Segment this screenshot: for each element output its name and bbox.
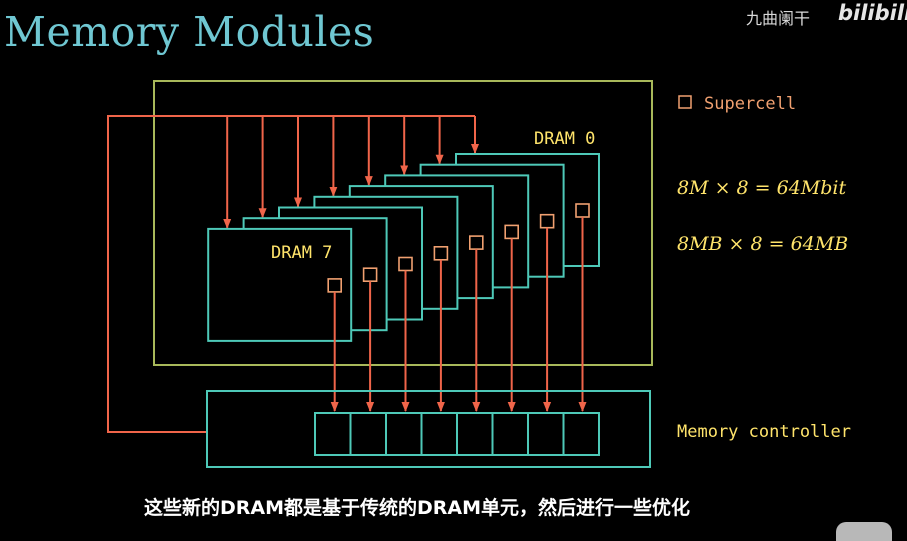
controller-buffer-cell: [562, 412, 600, 456]
controller-buffer-cell: [491, 412, 529, 456]
controller-buffer: [314, 412, 600, 456]
bus-arrow-group: [223, 116, 479, 229]
controller-buffer-cell: [385, 412, 423, 456]
dram-7-label: DRAM 7: [271, 243, 332, 263]
equation-bits: 8M × 8 = 64Mbit: [677, 177, 847, 199]
controller-buffer-cell: [420, 412, 458, 456]
supercell-legend-label: Supercell: [704, 94, 796, 114]
dram-chip-7: [207, 227, 353, 342]
controller-buffer-cell: [456, 412, 494, 456]
slide-title: Memory Modules: [4, 8, 375, 56]
equation-bytes: 8MB × 8 = 64MB: [677, 233, 848, 255]
square-outline-icon: [678, 95, 692, 109]
subtitle-caption: 这些新的DRAM都是基于传统的DRAM单元，然后进行一些优化: [143, 497, 691, 519]
memory-module-outline: [153, 80, 653, 366]
controller-buffer-cell: [527, 412, 565, 456]
dram-0-label: DRAM 0: [534, 129, 595, 149]
watermark-text: 九曲阑干: [746, 9, 811, 28]
tv-mascot-icon: [836, 522, 892, 541]
address-bus: [107, 115, 475, 433]
bilibili-logo-icon: bilibili: [838, 1, 907, 25]
memory-controller-label: Memory controller: [677, 422, 851, 442]
controller-buffer-cell: [314, 412, 352, 456]
memory-controller-box: [206, 390, 651, 468]
dram-stack: [207, 153, 600, 342]
controller-buffer-cell: [349, 412, 387, 456]
